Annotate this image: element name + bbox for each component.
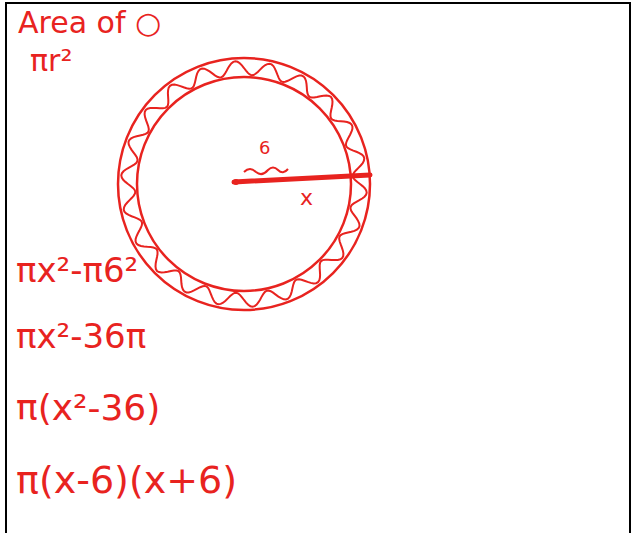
formula: π(x-6)(x+6) (16, 460, 237, 502)
formula: π(x²-36) (16, 388, 160, 428)
radius-label: x (300, 186, 313, 210)
formula: πx²-π6² (16, 252, 138, 289)
formula: πr² (30, 44, 72, 77)
radius-label: 6 (259, 138, 270, 158)
formula: πx²-36π (16, 318, 146, 355)
title: Area of ○ (18, 6, 161, 39)
